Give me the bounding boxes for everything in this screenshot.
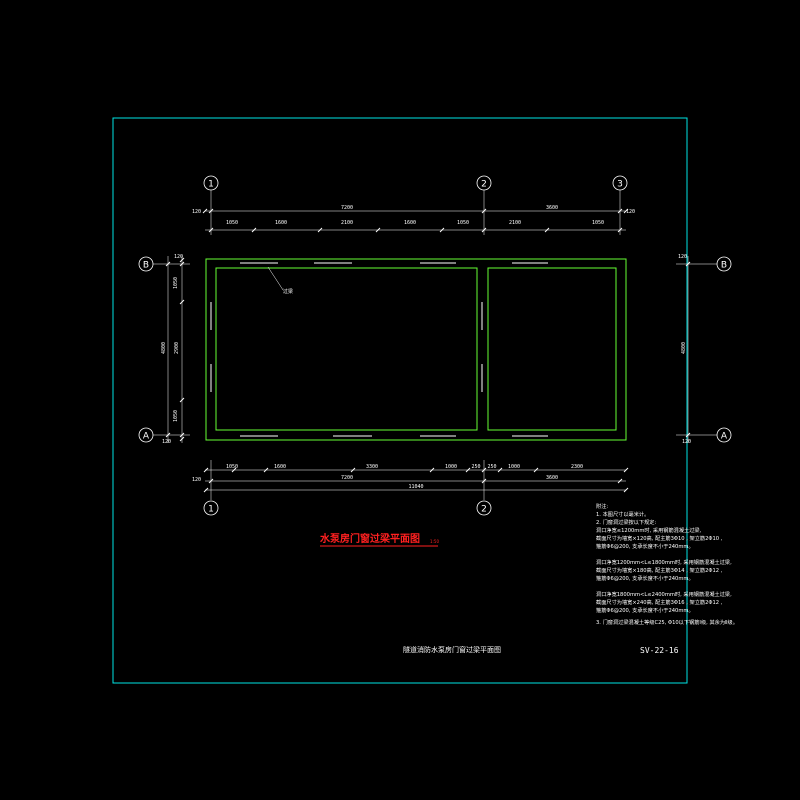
- dim-left-4800: 4800: [161, 342, 167, 354]
- room-right: [487, 267, 617, 431]
- note-line-5: 箍筋Φ6@200, 支承长度不小于240mm。: [596, 542, 694, 550]
- top-dimensions: [202, 208, 629, 233]
- note-line-9: 洞口净宽1800mm<L≤2400mm时, 采用钢筋混凝土过梁,: [596, 590, 732, 598]
- notes: 附注: 1. 本图尺寸以毫米计。 2. 门窗洞过梁按以下规定: 洞口净宽≤120…: [596, 502, 738, 626]
- dim-left-1050-bottom: 1050: [173, 410, 179, 422]
- axis-A-right: A: [721, 432, 728, 442]
- axis-bubbles-top: 1 2 3: [203, 175, 628, 235]
- note-line-6: 洞口净宽1200mm<L≤1800mm时, 采用钢筋混凝土过梁,: [596, 558, 732, 566]
- axis-2-top: 2: [481, 180, 487, 190]
- dim-bot-seg-4: 1000: [445, 464, 457, 470]
- dim-top-7200: 7200: [341, 205, 353, 211]
- axis-bubbles-right: B A: [676, 256, 732, 443]
- dim-right-4800: 4800: [681, 342, 687, 354]
- axis-bubbles-left: B A: [138, 256, 190, 443]
- note-line-4: 截面尺寸为墙宽×120高, 配主筋3Φ10 , 架立筋2Φ10 ,: [596, 534, 723, 542]
- dim-right-120-bottom: 120: [682, 439, 691, 445]
- dim-top-3600: 3600: [546, 205, 558, 211]
- dim-left-120-bottom: 120: [162, 439, 171, 445]
- dim-bot-seg-5: 250: [471, 464, 480, 470]
- note-line-2: 2. 门窗洞过梁按以下规定:: [596, 518, 656, 526]
- note-line-10: 截面尺寸为墙宽×240高, 配主筋3Φ16 , 架立筋2Φ12 ,: [596, 598, 723, 606]
- axis-B-left: B: [143, 261, 149, 271]
- note-line-3: 洞口净宽≤1200mm时, 采用钢筋混凝土过梁,: [596, 526, 702, 534]
- bottom-dimensions: [203, 460, 629, 500]
- dim-right-120-top: 120: [678, 254, 687, 260]
- axis-bubbles-bottom: 1 2: [203, 500, 492, 516]
- title-block-name: 隧道消防水泵房门窗过梁平面图: [403, 645, 501, 654]
- dim-left-2900: 2900: [174, 342, 180, 354]
- lintels: [210, 262, 548, 437]
- dim-bot-seg-3: 3300: [366, 464, 378, 470]
- note-line-11: 箍筋Φ6@200, 支承长度不小于240mm。: [596, 606, 694, 614]
- dim-bot-seg-8: 2300: [571, 464, 583, 470]
- beam-leader: [267, 266, 284, 291]
- axis-2-bottom: 2: [481, 505, 487, 515]
- outer-wall: [205, 258, 627, 441]
- drawing-title: 水泵房门窗过梁平面图: [319, 532, 420, 545]
- dim-bot-7200: 7200: [341, 475, 353, 481]
- dim-bot-120: 120: [192, 477, 201, 483]
- dim-top-120-left: 120: [192, 209, 201, 215]
- dim-top-seg-7: 1050: [592, 220, 604, 226]
- room-left: [215, 267, 478, 431]
- note-line-8: 箍筋Φ6@200, 支承长度不小于240mm。: [596, 574, 694, 582]
- dim-bot-seg-7: 1000: [508, 464, 520, 470]
- beam-label: 过梁: [283, 288, 293, 295]
- axis-3-top: 3: [617, 180, 623, 190]
- axis-1-top: 1: [208, 180, 214, 190]
- dim-bot-seg-2: 1600: [274, 464, 286, 470]
- drawing-frame: [112, 117, 688, 684]
- dim-left-1050-top: 1050: [173, 277, 179, 289]
- dim-bot-3600: 3600: [546, 475, 558, 481]
- dim-bot-seg-6: 250: [487, 464, 496, 470]
- dim-top-seg-2: 1600: [275, 220, 287, 226]
- note-line-1: 1. 本图尺寸以毫米计。: [596, 510, 649, 518]
- dim-top-seg-5: 1050: [457, 220, 469, 226]
- axis-1-bottom: 1: [208, 505, 214, 515]
- dim-top-seg-4: 1600: [404, 220, 416, 226]
- dim-left-120-top: 120: [174, 254, 183, 260]
- drawing-title-scale: 1:50: [430, 539, 439, 544]
- note-line-7: 截面尺寸为墙宽×180高, 配主筋3Φ14 , 架立筋2Φ12 ,: [596, 566, 723, 574]
- notes-heading: 附注:: [596, 502, 608, 510]
- dim-bot-total: 11040: [408, 484, 423, 490]
- dim-top-seg-6: 2100: [509, 220, 521, 226]
- dim-top-seg-1: 1050: [226, 220, 238, 226]
- floor-plan: [205, 258, 627, 441]
- dim-top-seg-3: 2100: [341, 220, 353, 226]
- dim-top-120-right: 120: [626, 209, 635, 215]
- note-line-12: 3. 门窗洞过梁混凝土等级C25, Φ10以下钢筋Ⅰ级, 其余为Ⅱ级。: [596, 618, 738, 626]
- axis-B-right: B: [721, 261, 727, 271]
- left-dimensions: [165, 256, 185, 443]
- drawing-number: SV-22-16: [640, 646, 679, 655]
- dim-bot-seg-1: 1050: [226, 464, 238, 470]
- axis-A-left: A: [143, 432, 150, 442]
